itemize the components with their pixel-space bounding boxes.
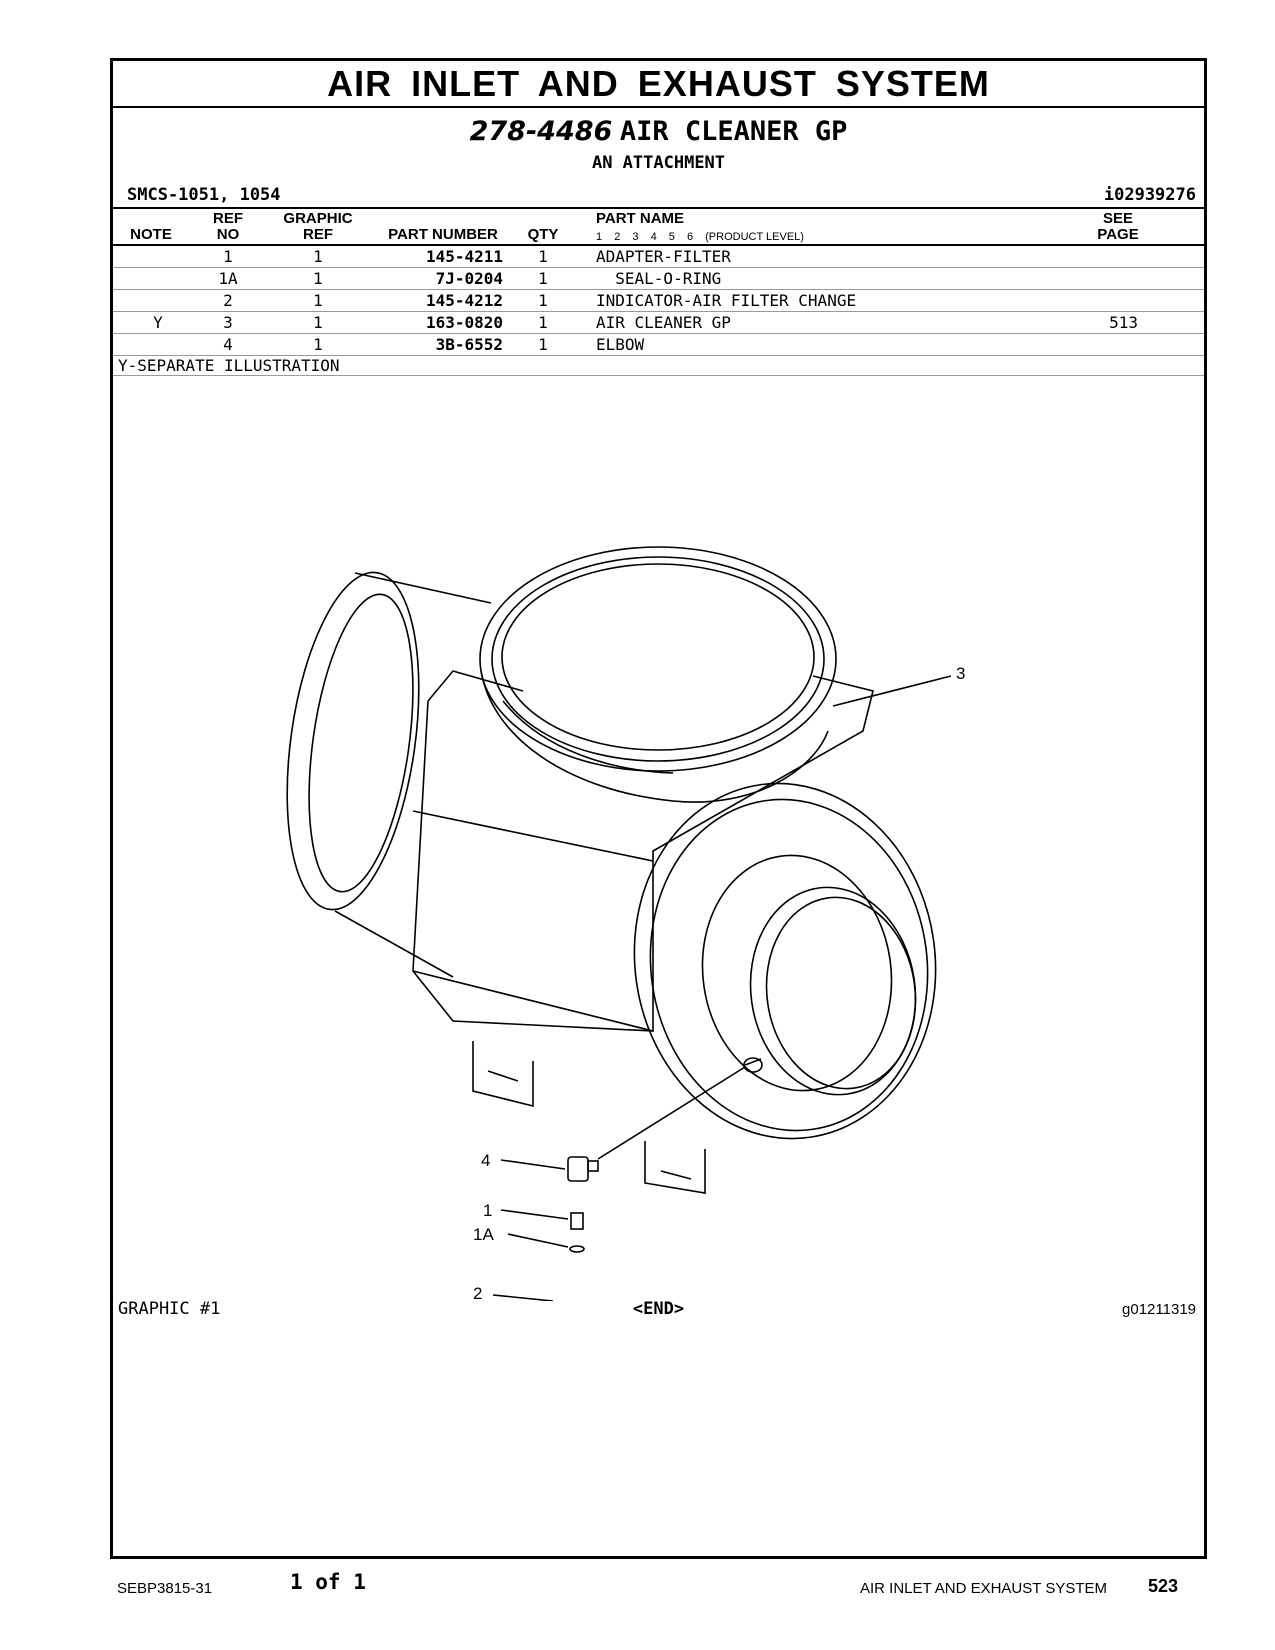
row-note: Y	[153, 313, 163, 332]
header-graphic-bottom: REF	[303, 226, 333, 243]
row-name: INDICATOR-AIR FILTER CHANGE	[596, 291, 857, 310]
row-part-number: 7J-0204	[435, 269, 503, 288]
level-5: 5	[668, 231, 675, 243]
air-cleaner-illustration: 3 4 1 1A 2	[286, 546, 965, 1301]
row-ref: 3	[223, 313, 233, 332]
document-id: i02939276	[1103, 185, 1196, 205]
row-see-page: 513	[1109, 313, 1138, 332]
callout-2: 2	[473, 1284, 482, 1301]
group-title: 278-4486 AIR CLEANER GP	[113, 116, 1204, 147]
callout-1: 1	[483, 1201, 492, 1220]
housing-body	[412, 670, 874, 1032]
level-1: 1	[596, 231, 603, 243]
row-name: SEAL-O-RING	[596, 269, 722, 288]
header-ref-top: REF	[213, 210, 243, 227]
graphic-id: g01211319	[1122, 1301, 1196, 1318]
row-part-number: 145-4211	[425, 247, 503, 266]
header-part-name: PART NAME	[596, 210, 685, 227]
row-ref: 1	[223, 247, 233, 266]
leader-4	[500, 1159, 566, 1170]
header-see-bottom: PAGE	[1097, 226, 1139, 243]
header-part-number: PART NUMBER	[388, 226, 498, 243]
row-graphic: 1	[313, 291, 323, 310]
leader-2	[492, 1294, 554, 1301]
row-name: AIR CLEANER GP	[596, 313, 731, 332]
row-ref: 2	[223, 291, 233, 310]
group-name: AIR CLEANER GP	[619, 116, 848, 147]
row-qty: 1	[538, 335, 548, 354]
elbow-part	[567, 1156, 589, 1182]
row-qty: 1	[538, 269, 548, 288]
header-see-top: SEE	[1102, 210, 1133, 227]
level-6: 6	[686, 231, 694, 243]
row-graphic: 1	[313, 313, 323, 332]
mount-foot	[472, 1041, 534, 1108]
level-4: 4	[650, 231, 657, 243]
row-part-number: 145-4212	[425, 291, 503, 310]
row-ref: 4	[223, 335, 233, 354]
header-graphic-top: GRAPHIC	[283, 210, 353, 227]
footer-system: AIR INLET AND EXHAUST SYSTEM	[860, 1580, 1108, 1597]
row-part-number: 163-0820	[425, 313, 503, 332]
row-qty: 1	[538, 291, 548, 310]
row-name: ADAPTER-FILTER	[596, 247, 731, 266]
footnote-rule	[113, 375, 1204, 376]
level-3: 3	[632, 231, 639, 243]
o-ring-part	[569, 1245, 585, 1253]
row-graphic: 1	[313, 247, 323, 266]
row-ref: 1A	[218, 269, 238, 288]
table-top-rule	[113, 207, 1204, 209]
leader-1	[500, 1209, 569, 1220]
header-note: NOTE	[130, 226, 172, 243]
end-marker: <END>	[632, 1299, 685, 1319]
leader-3	[832, 675, 952, 707]
header-ref-bottom: NO	[216, 226, 240, 243]
header-qty: QTY	[527, 226, 559, 243]
leader-1a	[507, 1233, 569, 1248]
row-qty: 1	[538, 313, 548, 332]
footer-page-number: 523	[1148, 1576, 1179, 1596]
top-inlet	[479, 546, 837, 772]
separate-illustration-note: Y-SEPARATE ILLUSTRATION	[118, 356, 340, 375]
callout-4: 4	[481, 1151, 490, 1170]
row-graphic: 1	[313, 269, 323, 288]
smcs-code: SMCS-1051, 1054	[127, 185, 281, 205]
callout-3: 3	[956, 664, 965, 683]
row-graphic: 1	[313, 335, 323, 354]
right-outlet-flange	[633, 782, 937, 1140]
row-name: ELBOW	[596, 335, 645, 354]
footer-page-of: 1 of 1	[290, 1570, 366, 1594]
product-levels: 1 2 3 4 5 6 (PRODUCT LEVEL)	[596, 231, 813, 243]
row-qty: 1	[538, 247, 548, 266]
header-rule	[113, 244, 1204, 246]
left-end-cap	[286, 571, 420, 911]
row-rule	[113, 355, 1204, 356]
row-rule	[113, 311, 1204, 312]
graphic-label: GRAPHIC #1	[118, 1299, 221, 1319]
levels-label: (PRODUCT LEVEL)	[705, 231, 804, 243]
adapter-part	[570, 1212, 584, 1230]
row-rule	[113, 289, 1204, 290]
group-subtitle: AN ATTACHMENT	[591, 153, 726, 173]
level-2: 2	[614, 231, 621, 243]
row-part-number: 3B-6552	[435, 335, 503, 354]
section-title: AIR INLET AND EXHAUST SYSTEM	[113, 61, 1204, 108]
footer-doc-number: SEBP3815-31	[117, 1580, 213, 1597]
page-frame: AIR INLET AND EXHAUST SYSTEM 278-4486 AI…	[110, 58, 1207, 1559]
row-rule	[113, 333, 1204, 334]
row-rule	[113, 267, 1204, 268]
group-part-number: 278-4486	[469, 116, 613, 147]
callout-1a: 1A	[473, 1225, 494, 1244]
